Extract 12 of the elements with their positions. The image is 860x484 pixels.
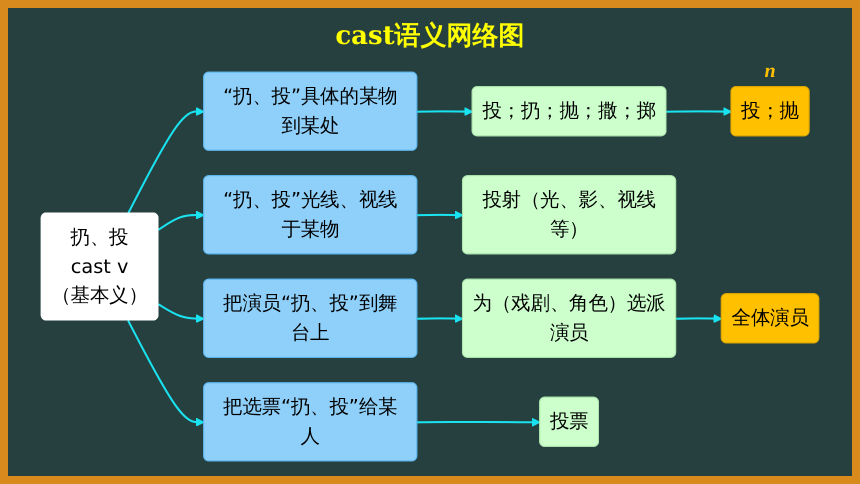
arrow <box>417 418 541 427</box>
arrow <box>417 107 474 116</box>
arrow <box>417 314 464 324</box>
arrow <box>676 314 722 324</box>
part-of-speech-label: n <box>764 60 776 83</box>
arrow <box>158 210 205 231</box>
arrow <box>127 107 205 214</box>
arrow <box>158 303 205 324</box>
arrow <box>127 320 205 427</box>
arrow <box>417 210 464 220</box>
arrow <box>666 107 732 116</box>
diagram-title: cast语义网络图 <box>334 20 526 53</box>
